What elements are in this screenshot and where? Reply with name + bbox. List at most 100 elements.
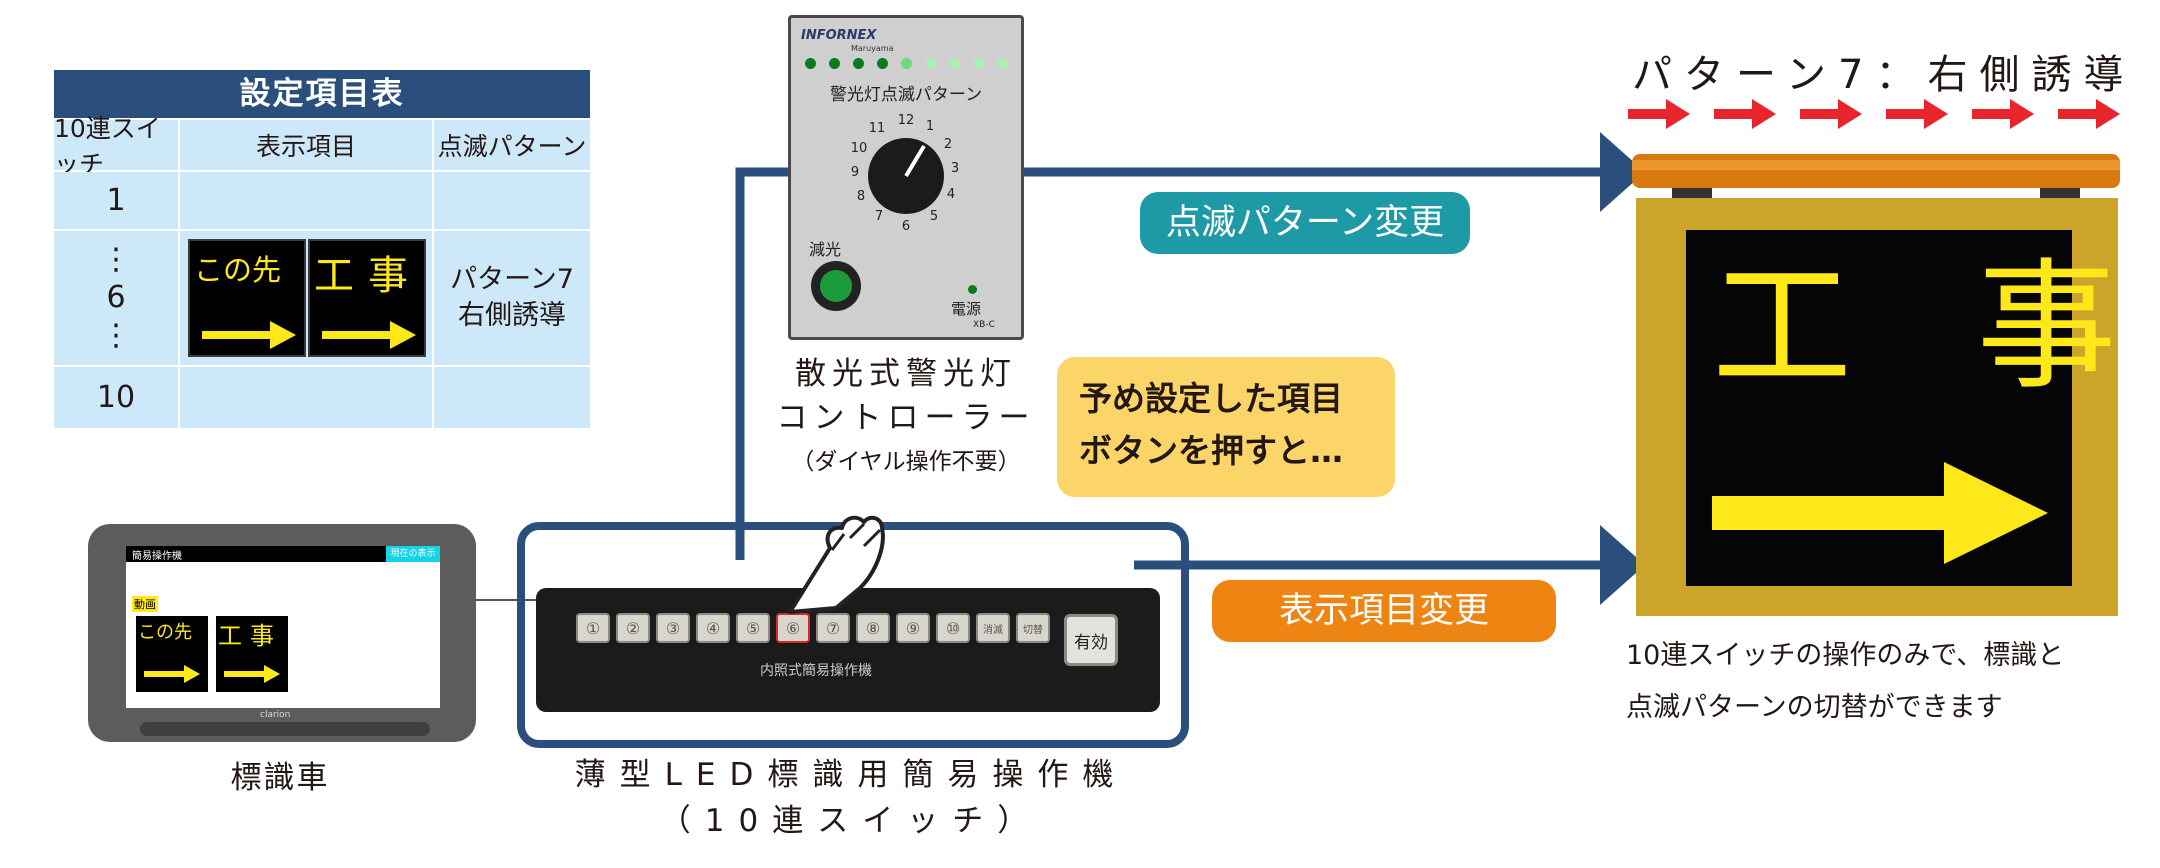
callout-line1: 予め設定した項目 bbox=[1079, 379, 1343, 418]
pattern-title: パターン7：右側誘導 bbox=[1632, 52, 2136, 98]
display-change-label: 表示項目変更 bbox=[1212, 580, 1556, 642]
mini-sign-arrow-icon bbox=[202, 321, 296, 349]
red-arrow-icon bbox=[1714, 99, 1776, 129]
header-display-item: 表示項目 bbox=[180, 120, 432, 170]
led-sign-display: 工 事 bbox=[1686, 230, 2117, 586]
switch-key-7[interactable]: ⑦ bbox=[816, 613, 850, 643]
beacon-mount bbox=[2040, 188, 2080, 200]
switch-key-10[interactable]: ⑩ bbox=[936, 613, 970, 643]
blink-arrow-head-icon bbox=[1600, 132, 1645, 212]
header-blink-pattern: 点滅パターン bbox=[434, 120, 590, 170]
led-indicator bbox=[973, 58, 984, 69]
dial-num-8: 8 bbox=[857, 189, 865, 204]
led-indicator bbox=[949, 58, 960, 69]
screen-title: 簡易操作機 bbox=[132, 551, 182, 562]
switch-key-1[interactable]: ① bbox=[576, 613, 610, 643]
warning-light-controller: INFORNEX Maruyama 警光灯点滅パターン 12 1 2 3 4 5… bbox=[788, 15, 1024, 340]
car-monitor-screen: 簡易操作機 現在の表示 動画 この先 工事 bbox=[126, 546, 440, 708]
switch-key-9[interactable]: ⑨ bbox=[896, 613, 930, 643]
row-pattern-1 bbox=[434, 172, 590, 229]
led-sign-description: 10連スイッチの操作のみで、標識と 点滅パターンの切替ができます bbox=[1626, 630, 2146, 734]
switch-key-2[interactable]: ② bbox=[616, 613, 650, 643]
operator-device: ① ② ③ ④ ⑤ ⑥ ⑦ ⑧ ⑨ ⑩ 消滅 切替 有効 内照式簡易操作機 bbox=[536, 588, 1160, 712]
screen-badge: 現在の表示 bbox=[386, 546, 440, 562]
dial-num-5: 5 bbox=[930, 209, 938, 224]
dial-num-12: 12 bbox=[898, 113, 915, 128]
dial-num-9: 9 bbox=[851, 165, 859, 180]
pattern-dial[interactable]: 12 1 2 3 4 5 6 7 8 9 10 11 bbox=[831, 106, 981, 236]
row-display-1 bbox=[180, 172, 432, 229]
car-caption: 標識車 bbox=[230, 760, 330, 796]
amber-beacon-icon bbox=[1632, 154, 2120, 188]
red-arrow-icon bbox=[1800, 99, 1862, 129]
switch-key-4[interactable]: ④ bbox=[696, 613, 730, 643]
dial-num-4: 4 bbox=[947, 187, 955, 202]
display-arrow-head-icon bbox=[1600, 525, 1645, 605]
callout-line2: ボタンを押すと… bbox=[1079, 431, 1343, 470]
switch-key-6[interactable]: ⑥ bbox=[776, 613, 810, 643]
led-indicator bbox=[925, 58, 936, 69]
switch-key-8[interactable]: ⑧ bbox=[856, 613, 890, 643]
operator-caption: 薄型LED標識用簡易操作機 （10連スイッチ） bbox=[556, 752, 1146, 844]
dimmer-button[interactable] bbox=[811, 261, 861, 311]
dial-num-1: 1 bbox=[926, 119, 934, 134]
switch-key-off[interactable]: 消滅 bbox=[976, 613, 1010, 643]
controller-loop-line bbox=[735, 167, 788, 560]
led-indicator bbox=[901, 58, 912, 69]
pointing-hand-icon bbox=[788, 515, 885, 614]
dimmer-label: 減光 bbox=[809, 240, 842, 259]
led-sign-arrow-icon bbox=[1712, 462, 2048, 564]
instruction-callout: 予め設定した項目 ボタンを押すと… bbox=[1057, 357, 1395, 497]
mini-sign-kouji-text: 工事 bbox=[314, 253, 422, 299]
mini-sign-konosaki-text: この先 bbox=[194, 253, 282, 287]
red-arrow-icon bbox=[2058, 99, 2120, 129]
operator-caption-line1: 薄型LED標識用簡易操作機 bbox=[574, 757, 1128, 793]
controller-caption-line2: コントローラー bbox=[776, 400, 1036, 436]
screen-mode: 動画 bbox=[132, 596, 158, 612]
switch-key-3[interactable]: ③ bbox=[656, 613, 690, 643]
enable-key[interactable]: 有効 bbox=[1064, 614, 1118, 666]
controller-brand-sub: Maruyama bbox=[851, 44, 894, 53]
led-sign-board: 工 事 bbox=[1636, 198, 2118, 616]
controller-panel-title: 警光灯点滅パターン bbox=[829, 85, 983, 105]
dial-num-6: 6 bbox=[902, 219, 910, 234]
led-indicator bbox=[805, 58, 816, 69]
mini-sign-arrow-icon-2 bbox=[322, 321, 416, 349]
controller-caption-line1: 散光式警光灯 bbox=[795, 356, 1017, 392]
mini-sign-konosaki: この先 bbox=[188, 239, 306, 357]
settings-table-title: 設定項目表 bbox=[54, 70, 590, 118]
row-display-6: この先 工事 bbox=[180, 231, 432, 365]
controller-caption: 散光式警光灯 コントローラー （ダイヤル操作不要） bbox=[770, 352, 1042, 484]
monitor-button-bar[interactable] bbox=[140, 722, 430, 736]
mini-sign-kouji: 工事 bbox=[308, 239, 426, 357]
ellipsis-upper: ⋮ bbox=[101, 242, 131, 277]
settings-table: 設定項目表 10連スイッチ 表示項目 点滅パターン 1 ⋮ 6 ⋮ この先 工事… bbox=[54, 70, 590, 428]
operator-device-label: 内照式簡易操作機 bbox=[760, 663, 872, 679]
pattern-line1: パターン7 bbox=[450, 264, 574, 295]
row-switch-6: ⋮ 6 ⋮ bbox=[54, 231, 178, 365]
car-monitor: 簡易操作機 現在の表示 動画 この先 工事 clarion bbox=[88, 524, 476, 742]
screen-sign-konosaki-text: この先 bbox=[138, 622, 192, 643]
row-switch-10: 10 bbox=[54, 367, 178, 428]
screen-sign-kouji: 工事 bbox=[216, 616, 288, 692]
power-led-icon bbox=[968, 285, 977, 294]
red-arrow-icon bbox=[1886, 99, 1948, 129]
switch-6-number: 6 bbox=[106, 280, 126, 315]
led-indicator bbox=[877, 58, 888, 69]
screen-sign-kouji-text: 工事 bbox=[218, 622, 282, 650]
screen-sign-konosaki: この先 bbox=[136, 616, 208, 692]
blink-change-label: 点滅パターン変更 bbox=[1140, 192, 1470, 254]
row-switch-1: 1 bbox=[54, 172, 178, 229]
power-label: 電源 bbox=[951, 300, 982, 318]
operator-caption-line2: （10連スイッチ） bbox=[659, 803, 1043, 839]
switch-key-toggle[interactable]: 切替 bbox=[1016, 613, 1050, 643]
dial-num-3: 3 bbox=[951, 161, 959, 176]
dial-num-11: 11 bbox=[869, 121, 886, 136]
led-sign-description-line2: 点滅パターンの切替ができます bbox=[1626, 692, 2003, 723]
beacon-mount bbox=[1672, 188, 1712, 200]
red-arrow-icon bbox=[1628, 99, 1690, 129]
monitor-brand: clarion bbox=[260, 710, 291, 720]
switch-key-5[interactable]: ⑤ bbox=[736, 613, 770, 643]
controller-model: XB-C bbox=[973, 320, 995, 330]
